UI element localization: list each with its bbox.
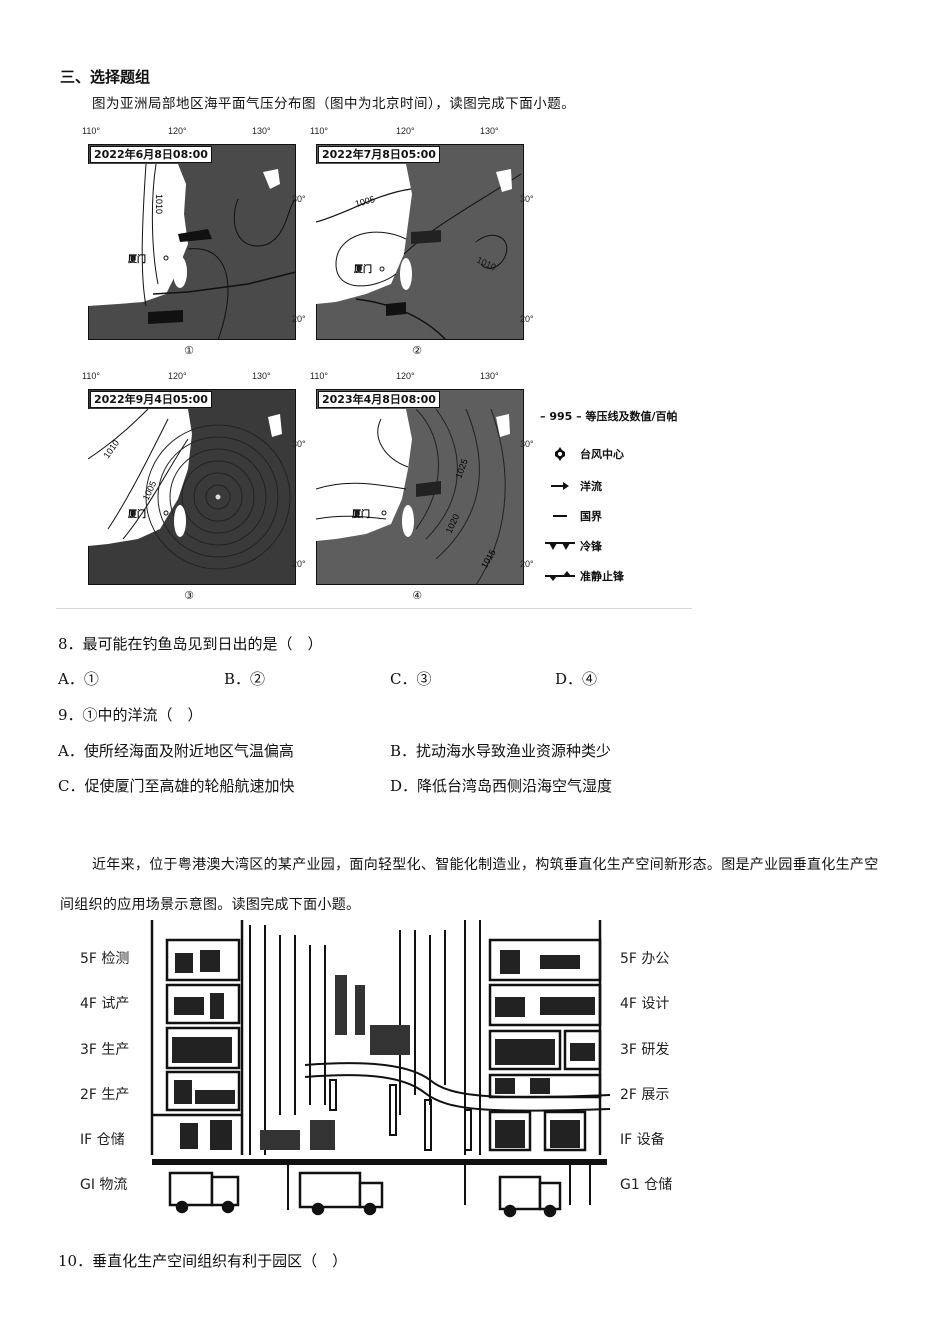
svg-text:厦门: 厦门 xyxy=(128,508,146,520)
lon-tick: 110° xyxy=(82,126,100,136)
legend-item-cold-front: 冷锋 xyxy=(540,538,602,554)
map-number-label: ① xyxy=(184,344,194,357)
lat-tick: 30° xyxy=(292,194,306,204)
section-title: 三、选择题组 xyxy=(60,68,151,86)
lon-tick: 110° xyxy=(310,126,328,136)
floor-label-right-3f: 3F 研发 xyxy=(620,1042,670,1058)
floor-label-left-g1: GI 物流 xyxy=(80,1177,128,1193)
lon-tick: 120° xyxy=(396,371,415,381)
isobar-line-icon: – xyxy=(540,409,550,423)
divider xyxy=(56,608,692,609)
question-8-stem: 8．最可能在钓鱼岛见到日出的是（ ） xyxy=(58,635,323,653)
stationary-front-icon xyxy=(540,570,580,582)
floor-label-left-4f: 4F 试产 xyxy=(80,996,130,1012)
lat-tick: 20° xyxy=(292,559,306,569)
floor-label-right-1f: IF 设备 xyxy=(620,1132,665,1148)
vertical-production-figure: 5F 检测 4F 试产 3F 生产 2F 生产 IF 仓储 GI 物流 5F 办… xyxy=(70,915,690,1220)
floor-label-right-5f: 5F 办公 xyxy=(620,951,670,967)
map-panel: 1025 1020 1015 厦门 2023年4月8日08:00 xyxy=(316,389,524,585)
question-9-option-a[interactable]: A．使所经海面及附近地区气温偏高 xyxy=(58,742,294,760)
map-2: 110° 120° 130° 1005 1010 厦门 2022年7月 xyxy=(308,122,538,362)
lat-tick: 20° xyxy=(520,314,534,324)
lat-tick: 20° xyxy=(292,314,306,324)
map-number-label: ③ xyxy=(184,589,194,602)
map-panel: 1010 1005 厦门 2022年9月4日05:00 xyxy=(88,389,296,585)
svg-text:厦门: 厦门 xyxy=(128,253,146,265)
question-9-option-c[interactable]: C．促使厦门至高雄的轮船航速加快 xyxy=(58,777,295,795)
lat-tick: 20° xyxy=(520,559,534,569)
question-8-option-a[interactable]: A．① xyxy=(58,670,99,688)
question-9-stem: 9．①中的洋流（ ） xyxy=(58,706,203,724)
legend-item-stationary-front: 准静止锋 xyxy=(540,568,624,584)
question-8-option-c[interactable]: C．③ xyxy=(390,670,432,688)
map-3: 110° 120° 130° 1010 1005 xyxy=(80,367,310,607)
lat-tick: 30° xyxy=(292,439,306,449)
border-line-icon xyxy=(540,514,580,518)
floor-label-right-g1: G1 仓储 xyxy=(620,1177,673,1193)
pressure-map-figure: 110° 120° 130° 1010 厦门 2022年6月8日08:00 xyxy=(80,122,700,612)
map-4: 110° 120° 130° 1025 1020 1015 厦 xyxy=(308,367,538,607)
floor-label-left-3f: 3F 生产 xyxy=(80,1042,130,1058)
passage-intro: 近年来，位于粤港澳大湾区的某产业园，面向轻型化、智能化制造业，构筑垂直化生产空间… xyxy=(60,857,879,913)
svg-text:厦门: 厦门 xyxy=(352,508,370,520)
lat-tick: 30° xyxy=(520,194,534,204)
question-9-option-d[interactable]: D．降低台湾岛西侧沿海空气湿度 xyxy=(390,777,613,795)
lat-tick: 30° xyxy=(520,439,534,449)
lon-tick: 110° xyxy=(82,371,100,381)
lon-tick: 130° xyxy=(252,126,271,136)
floor-label-left-5f: 5F 检测 xyxy=(80,951,130,967)
floor-label-left-1f: IF 仓储 xyxy=(80,1132,125,1148)
map-number-label: ④ xyxy=(412,589,422,602)
section-intro: 图为亚洲局部地区海平面气压分布图（图中为北京时间），读图完成下面小题。 xyxy=(92,96,576,112)
svg-text:1010: 1010 xyxy=(154,194,164,214)
map-panel: 1005 1010 厦门 2022年7月8日05:00 xyxy=(316,144,524,340)
lon-tick: 120° xyxy=(168,126,187,136)
floor-label-right-4f: 4F 设计 xyxy=(620,996,670,1012)
legend-item-typhoon: 台风中心 xyxy=(540,446,624,462)
map-1: 110° 120° 130° 1010 厦门 2022年6月8日08:00 xyxy=(80,122,310,362)
typhoon-center-icon xyxy=(540,447,580,461)
map-panel: 1010 厦门 2022年6月8日08:00 xyxy=(88,144,296,340)
floor-label-left-2f: 2F 生产 xyxy=(80,1087,130,1103)
question-8-option-d[interactable]: D．④ xyxy=(555,670,598,688)
map-datetime: 2022年9月4日05:00 xyxy=(90,391,212,408)
floor-label-right-2f: 2F 展示 xyxy=(620,1087,670,1103)
lon-tick: 110° xyxy=(310,371,328,381)
map-datetime: 2022年7月8日05:00 xyxy=(318,146,440,163)
question-10-stem: 10．垂直化生产空间组织有利于园区（ ） xyxy=(58,1252,348,1270)
map-datetime: 2023年4月8日08:00 xyxy=(318,391,440,408)
lon-tick: 130° xyxy=(480,371,499,381)
lon-tick: 130° xyxy=(480,126,499,136)
question-8-option-b[interactable]: B．② xyxy=(224,670,266,688)
legend-item-border: 国界 xyxy=(540,508,602,524)
question-9-option-b[interactable]: B．扰动海水导致渔业资源种类少 xyxy=(390,742,612,760)
legend-item-isobar: – 995 – 等压线及数值/百帕 xyxy=(540,409,678,424)
legend-item-current: 洋流 xyxy=(540,478,602,494)
map-number-label: ② xyxy=(412,344,422,357)
map-datetime: 2022年6月8日08:00 xyxy=(90,146,212,163)
lon-tick: 120° xyxy=(396,126,415,136)
ocean-current-arrow-icon xyxy=(540,482,580,490)
lon-tick: 130° xyxy=(252,371,271,381)
lon-tick: 120° xyxy=(168,371,187,381)
svg-text:厦门: 厦门 xyxy=(354,263,372,275)
cold-front-icon xyxy=(540,541,580,551)
